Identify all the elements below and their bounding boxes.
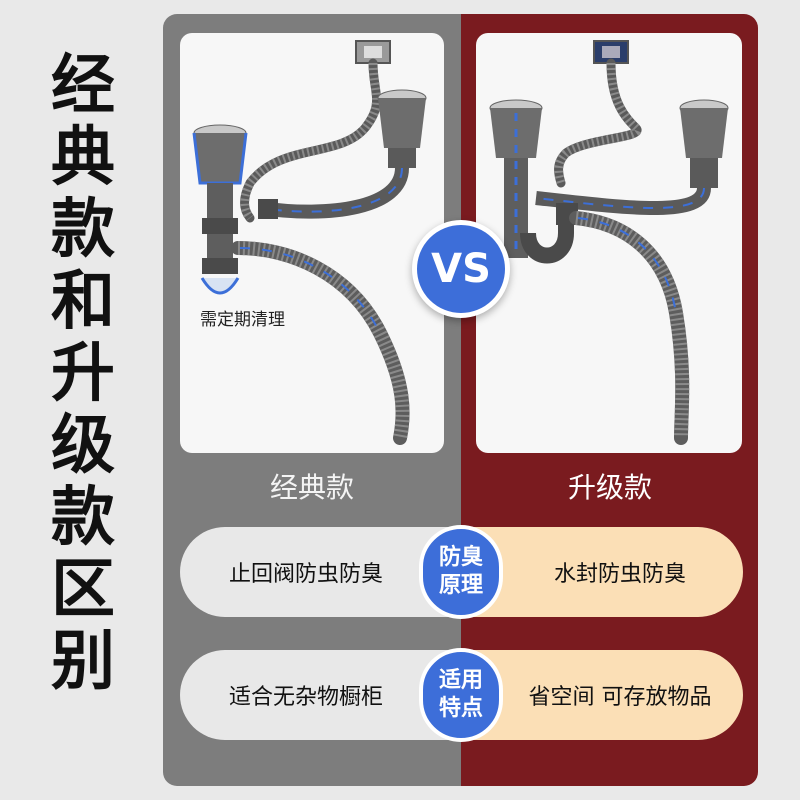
vs-badge: VS <box>412 220 510 318</box>
vertical-title: 经 典 款 和 升 级 款 区 别 <box>38 50 128 698</box>
title-char: 区 <box>51 553 115 627</box>
badge-line: 防臭 <box>438 545 483 570</box>
classic-drain-illustration <box>192 40 427 445</box>
classic-drain-image <box>180 33 444 453</box>
usage-feature-badge: 适用 特点 <box>419 648 503 742</box>
cleaning-note: 需定期清理 <box>200 310 285 330</box>
classic-label: 经典款 <box>269 471 354 504</box>
classic-usage-feature: 适合无杂物橱柜 <box>180 650 462 740</box>
title-char: 和 <box>51 265 115 339</box>
badge-line: 适用 <box>438 668 483 693</box>
title-char: 款 <box>51 481 115 555</box>
odor-principle-badge: 防臭 原理 <box>419 525 503 619</box>
badge-line: 原理 <box>438 573 483 598</box>
upgrade-drain-image <box>476 33 742 453</box>
title-char: 典 <box>51 121 115 195</box>
title-char: 升 <box>51 337 115 411</box>
upgrade-drain-illustration <box>489 40 729 445</box>
upgrade-label: 升级款 <box>567 471 652 504</box>
title-char: 经 <box>51 49 115 123</box>
title-char: 级 <box>51 409 115 483</box>
upgrade-usage-feature: 省空间 可存放物品 <box>461 650 743 740</box>
upgrade-odor-feature: 水封防虫防臭 <box>461 527 743 617</box>
classic-odor-feature: 止回阀防虫防臭 <box>180 527 462 617</box>
badge-line: 特点 <box>438 696 483 721</box>
title-char: 别 <box>51 625 115 699</box>
title-char: 款 <box>51 193 115 267</box>
